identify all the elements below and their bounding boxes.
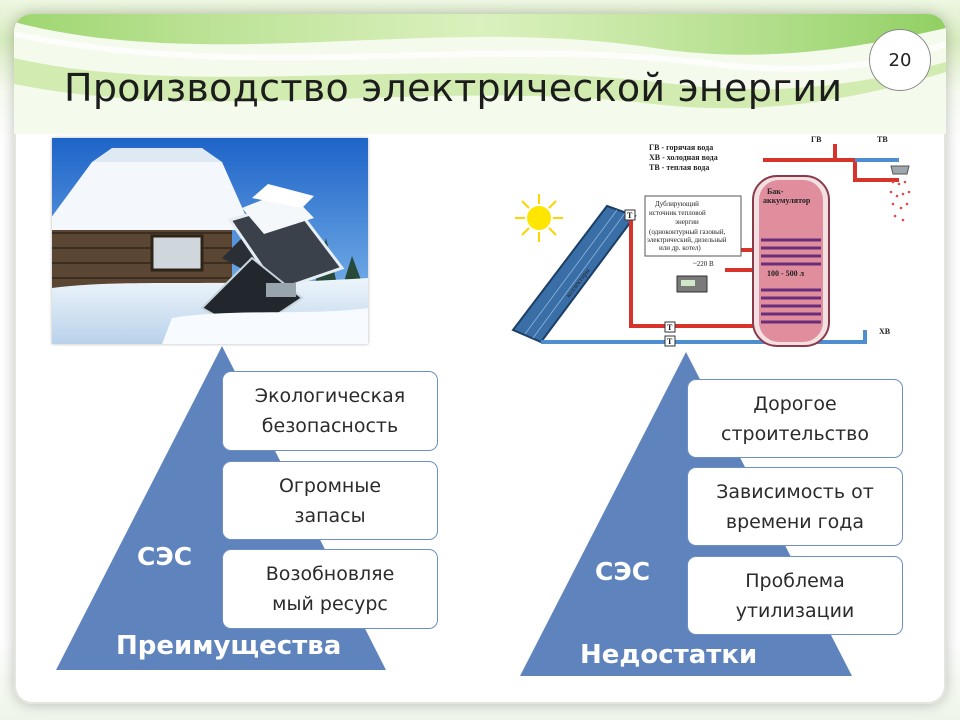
sensor-label: T: [667, 323, 673, 332]
solar-heating-scheme: коллекторы Бак- аккумулятор 100 - 500 л …: [511, 135, 911, 347]
hot-water-label: ГВ: [811, 135, 822, 144]
advantages-ses-label: СЭС: [137, 542, 193, 571]
backup-details-line: электрический, дизельный: [647, 236, 727, 244]
voltage-label: ~220 В: [693, 260, 714, 268]
disadvantage-item: Дорогое строительство: [687, 379, 903, 458]
slide-title: Производство электрической энергии: [64, 66, 843, 110]
tank-volume: 100 - 500 л: [767, 269, 805, 278]
shower-icon: [889, 165, 911, 222]
page-number: 20: [869, 29, 931, 91]
disadvantages-label: Недостатки: [580, 640, 758, 670]
backup-details-line: или др. котел): [659, 244, 701, 252]
decorative-swoosh: [14, 14, 946, 134]
legend-item: ТВ - теплая вода: [649, 163, 709, 172]
sensor-label: T: [667, 337, 673, 346]
tank-label-1: Бак-: [767, 187, 784, 196]
advantage-item: Экологическая безопасность: [222, 371, 438, 451]
backup-source-line: энергии: [675, 218, 699, 226]
sensor-label: T: [627, 211, 633, 220]
tank-label-2: аккумулятор: [763, 196, 811, 205]
disadvantages-ses-label: СЭС: [595, 557, 651, 586]
backup-source-box: [644, 195, 742, 257]
advantage-item: Огромные запасы: [222, 461, 438, 540]
backup-source-line: Дублирующий: [655, 200, 699, 208]
backup-source-line: источник тепловой: [649, 209, 706, 217]
solar-house-photo: [52, 138, 368, 344]
warm-water-label: ТВ: [877, 135, 888, 144]
legend-item: ХВ - холодная вода: [649, 153, 718, 162]
cold-water-label: ХВ: [879, 327, 891, 336]
disadvantage-item: Зависимость от времени года: [687, 467, 903, 546]
sun-icon: [515, 194, 563, 242]
advantage-item: Возобновляе мый ресурс: [222, 549, 438, 629]
backup-details-line: (одноконтурный газовый,: [649, 228, 726, 236]
disadvantage-item: Проблема утилизации: [687, 556, 903, 635]
legend-item: ГВ - горячая вода: [649, 143, 713, 152]
advantages-label: Преимущества: [116, 631, 342, 661]
